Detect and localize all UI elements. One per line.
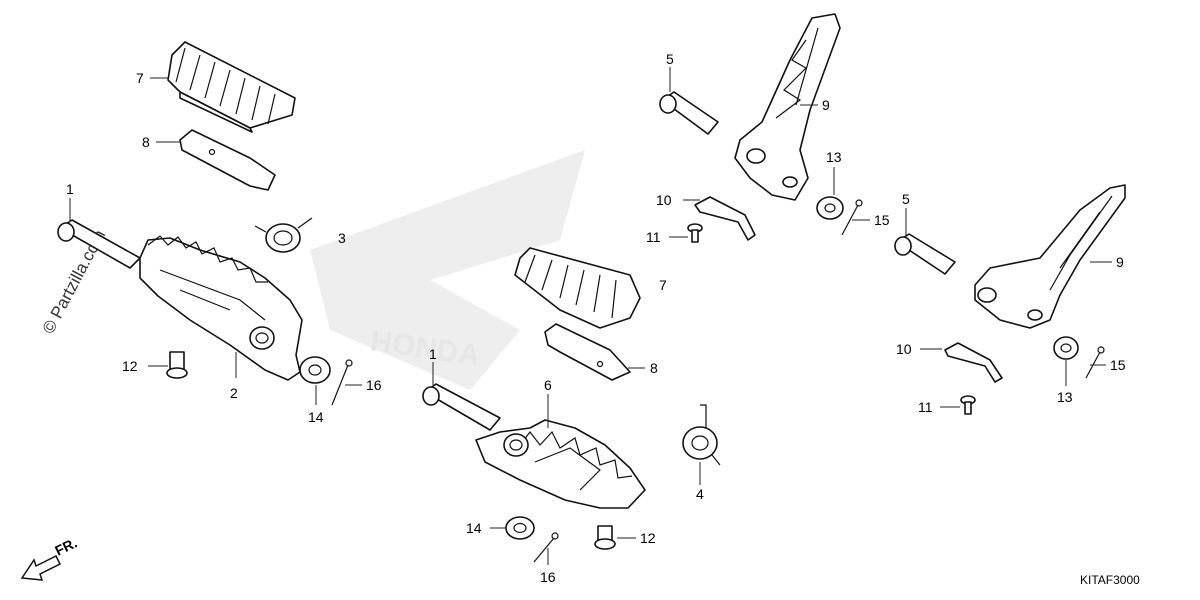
callout-16[interactable]: 16: [366, 377, 382, 393]
footpeg-rubber-part[interactable]: [514, 247, 641, 329]
pivot-pin-part[interactable]: [659, 91, 719, 135]
step-clip-part[interactable]: [694, 196, 756, 241]
cotter-pin-part[interactable]: [331, 359, 353, 406]
callout-8[interactable]: 8: [650, 360, 658, 376]
callout-11[interactable]: 11: [646, 229, 661, 245]
callout-8[interactable]: 8: [142, 134, 150, 150]
callout-9[interactable]: 9: [822, 97, 830, 113]
footpeg-rubber-part[interactable]: [167, 41, 296, 133]
callout-15[interactable]: 15: [1110, 357, 1126, 373]
rear-step-part[interactable]: [974, 184, 1126, 329]
diagram-code: KITAF3000: [1080, 573, 1140, 587]
callout-1[interactable]: 1: [429, 346, 437, 362]
callout-5[interactable]: 5: [666, 51, 674, 67]
callout-7[interactable]: 7: [659, 277, 667, 293]
callout-7[interactable]: 7: [136, 70, 144, 86]
footpeg-plate-part[interactable]: [544, 323, 631, 381]
callout-15[interactable]: 15: [874, 212, 890, 228]
washer-part[interactable]: [1053, 336, 1079, 360]
pivot-pin-part[interactable]: [894, 233, 956, 275]
footpeg-left-part[interactable]: [139, 235, 303, 381]
callout-13[interactable]: 13: [826, 149, 842, 165]
callout-labels: 7 8 1 3 2 12 14 16 7 8 1 6 4 14 12 16 5 …: [66, 51, 1126, 585]
bolt-part[interactable]: [166, 351, 188, 379]
callout-12[interactable]: 12: [122, 358, 138, 374]
callout-2[interactable]: 2: [230, 385, 238, 401]
footpeg-right-part[interactable]: [475, 419, 646, 509]
bolt-part[interactable]: [594, 525, 616, 550]
screw-part[interactable]: [687, 223, 703, 243]
callout-9[interactable]: 9: [1116, 254, 1124, 270]
callout-4[interactable]: 4: [696, 486, 704, 502]
washer-part[interactable]: [505, 516, 535, 540]
footpeg-spring-part[interactable]: [254, 217, 313, 253]
callout-6[interactable]: 6: [544, 377, 552, 393]
callout-10[interactable]: 10: [656, 192, 672, 208]
front-direction-arrow: FR.: [20, 534, 80, 581]
screw-part[interactable]: [960, 395, 976, 415]
front-label: FR.: [52, 534, 79, 558]
washer-part[interactable]: [816, 196, 844, 220]
step-clip-part[interactable]: [944, 342, 1003, 383]
callout-14[interactable]: 14: [466, 520, 482, 536]
callout-3[interactable]: 3: [338, 230, 346, 246]
callout-14[interactable]: 14: [308, 409, 324, 425]
washer-part[interactable]: [299, 356, 331, 384]
callout-1[interactable]: 1: [66, 181, 74, 197]
footpeg-plate-part[interactable]: [179, 129, 276, 191]
pivot-pin-part[interactable]: [422, 383, 501, 431]
callout-11[interactable]: 11: [918, 399, 933, 415]
callout-12[interactable]: 12: [640, 530, 656, 546]
callout-5[interactable]: 5: [902, 191, 910, 207]
cotter-pin-part[interactable]: [1085, 346, 1105, 379]
leader-lines: [69, 67, 1112, 565]
footpeg-spring-part[interactable]: [682, 404, 721, 466]
pivot-pin-part[interactable]: [57, 219, 141, 269]
callout-13[interactable]: 13: [1057, 389, 1073, 405]
callout-10[interactable]: 10: [896, 341, 912, 357]
rear-step-part[interactable]: [734, 13, 841, 201]
callout-16[interactable]: 16: [540, 569, 556, 585]
cotter-pin-part[interactable]: [533, 532, 559, 563]
cotter-pin-part[interactable]: [841, 199, 863, 236]
